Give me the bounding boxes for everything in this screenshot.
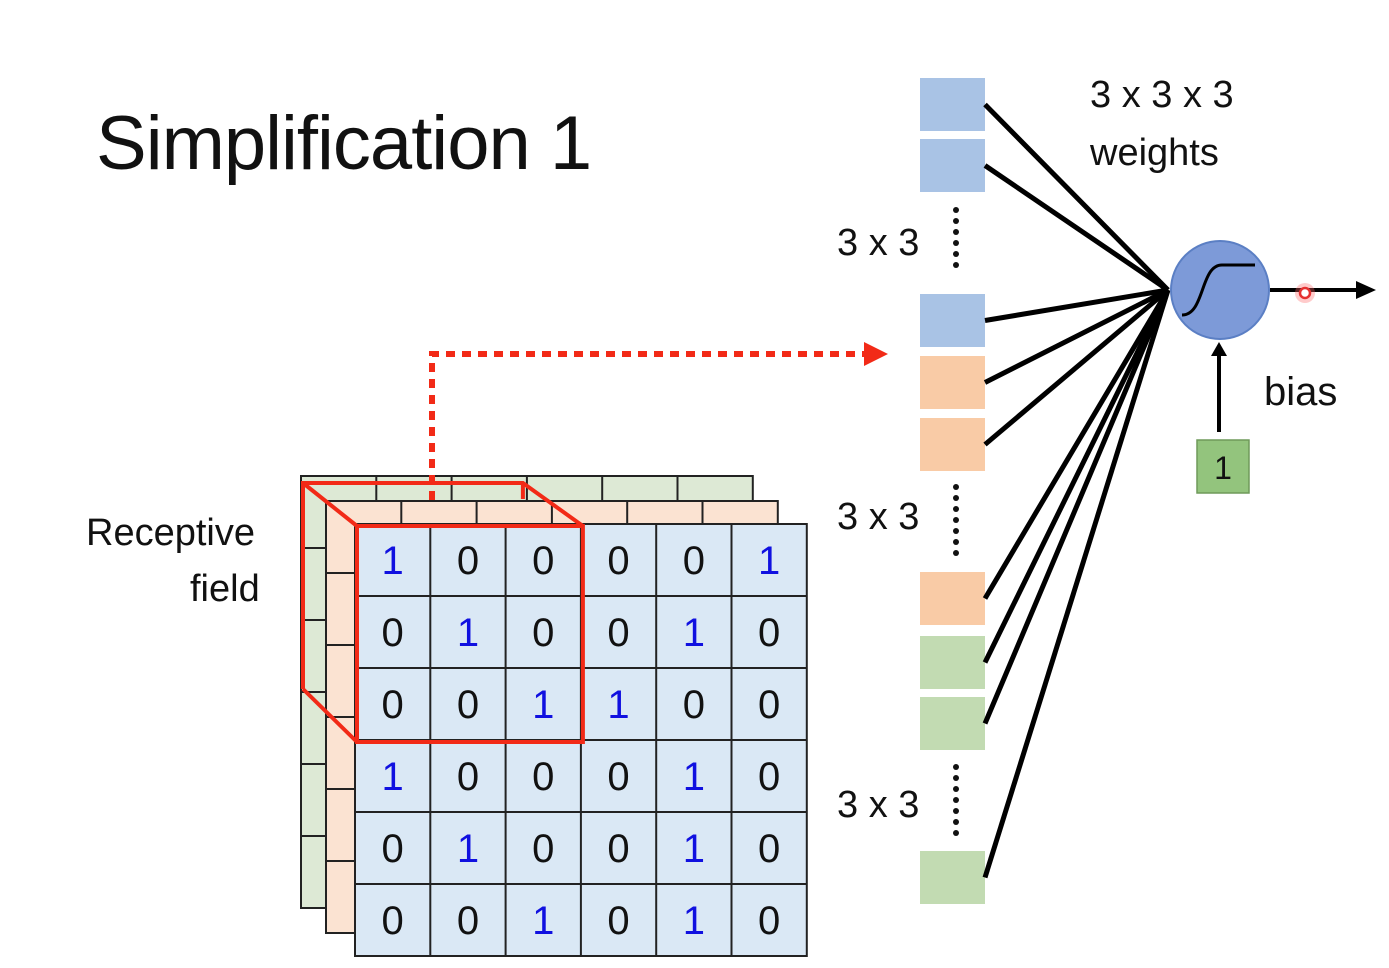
grid-cell-value: 0: [758, 683, 780, 727]
weight-connection-line: [983, 163, 1170, 293]
grid-cell-value: 0: [532, 611, 554, 655]
ellipsis-dot: [953, 495, 959, 501]
receptive-field-edge: [301, 687, 359, 744]
grid-cell-value: 0: [758, 827, 780, 871]
grid-cell-value: 1: [683, 755, 705, 799]
grid-cell-value: 1: [382, 539, 404, 583]
grid-cell-value: 1: [683, 611, 705, 655]
weight-input-box-orange: [920, 356, 985, 409]
ellipsis-dot: [953, 229, 959, 235]
ellipsis-dot: [953, 528, 959, 534]
bias-arrow-head: [1211, 342, 1227, 356]
ellipsis-dot: [953, 251, 959, 257]
weight-input-box-orange: [920, 418, 985, 471]
grid-cell-value: 0: [607, 827, 629, 871]
grid-cell-value: 0: [457, 755, 479, 799]
weight-input-box-green: [920, 697, 985, 750]
grid-cell-value: 0: [457, 683, 479, 727]
grid-cell-value: 0: [457, 899, 479, 943]
grid-cell-value: 0: [457, 539, 479, 583]
receptive-field-label-line1: Receptive: [86, 512, 255, 554]
ellipsis-dot: [953, 517, 959, 523]
grid-cell-value: 0: [758, 899, 780, 943]
weight-input-box-blue: [920, 294, 985, 347]
ellipsis-dot: [953, 218, 959, 224]
weight-connection-line: [983, 288, 1170, 447]
grid-cell-value: 1: [532, 899, 554, 943]
grid-cell-value: 0: [607, 755, 629, 799]
slide-title: Simplification 1: [96, 101, 592, 186]
ellipsis-dot: [953, 484, 959, 490]
grid-cell-value: 0: [532, 755, 554, 799]
grid-cell-value: 1: [683, 827, 705, 871]
weights-label-line2: weights: [1090, 132, 1219, 174]
ellipsis-dot: [953, 240, 959, 246]
receptive-field-front-face: [355, 524, 585, 744]
grid-cell-value: 0: [758, 611, 780, 655]
receptive-field-back-edges: [301, 481, 585, 689]
neuron-circle: [1170, 240, 1270, 340]
ellipsis-dot: [953, 764, 959, 770]
cursor-pointer-icon: [1298, 286, 1312, 300]
ellipsis-dot: [953, 262, 959, 268]
ellipsis-dot: [953, 786, 959, 792]
flatten-arrow-line: [429, 351, 868, 500]
group-label-orange: 3 x 3: [837, 496, 920, 538]
weight-input-box-orange: [920, 572, 985, 625]
ellipsis-dot: [953, 506, 959, 512]
ellipsis-dot: [953, 539, 959, 545]
weight-input-box-blue: [920, 139, 985, 192]
grid-cell-value: 1: [532, 683, 554, 727]
grid-cell-value: 0: [758, 755, 780, 799]
grid-cell-value: 0: [382, 899, 404, 943]
grid-cell-value: 1: [457, 611, 479, 655]
ellipsis-dot: [953, 819, 959, 825]
grid-cell-value: 0: [382, 683, 404, 727]
receptive-field-edge: [301, 481, 359, 528]
grid-cell-value: 0: [607, 611, 629, 655]
receptive-field-label-line2: field: [190, 568, 260, 610]
weight-connection-line: [982, 288, 1171, 664]
ellipsis-dot: [953, 550, 959, 556]
grid-cell-value: 1: [683, 899, 705, 943]
ellipsis-dot: [953, 775, 959, 781]
weight-connection-line: [982, 289, 1171, 879]
grid-cell-value: 0: [607, 899, 629, 943]
weight-connection-line: [983, 287, 1170, 385]
grid-cell-value: 1: [382, 755, 404, 799]
grid-cell-value: 1: [758, 539, 780, 583]
weight-connection-line: [984, 287, 1169, 323]
weight-input-box-blue: [920, 78, 985, 131]
weight-input-box-green: [920, 851, 985, 904]
weight-input-box-green: [920, 636, 985, 689]
group-label-green: 3 x 3: [837, 784, 920, 826]
bias-input-value: 1: [1214, 450, 1232, 486]
weight-connection-line: [982, 288, 1171, 600]
grid-cell-value: 0: [382, 611, 404, 655]
weight-connection-line: [982, 289, 1171, 725]
ellipsis-dot: [953, 797, 959, 803]
grid-cell-value: 0: [382, 827, 404, 871]
grid-cell-value: 0: [607, 539, 629, 583]
flatten-arrow-head: [864, 342, 888, 366]
ellipsis-dot: [953, 830, 959, 836]
grid-cell-value: 0: [532, 539, 554, 583]
grid-cell-value: 1: [607, 683, 629, 727]
grid-cell-value: 0: [532, 827, 554, 871]
weights-label-line1: 3 x 3 x 3: [1090, 74, 1234, 116]
group-label-blue: 3 x 3: [837, 222, 920, 264]
output-arrow-head: [1356, 281, 1376, 299]
sigmoid-icon: [1181, 263, 1255, 317]
grid-cell-value: 0: [683, 539, 705, 583]
weight-connection-line: [983, 102, 1170, 292]
bias-label: bias: [1264, 370, 1338, 414]
grid-cell-value: 1: [457, 827, 479, 871]
bias-input-box: [1196, 439, 1250, 494]
grid-cell-value: 0: [683, 683, 705, 727]
ellipsis-dot: [953, 808, 959, 814]
ellipsis-dot: [953, 207, 959, 213]
